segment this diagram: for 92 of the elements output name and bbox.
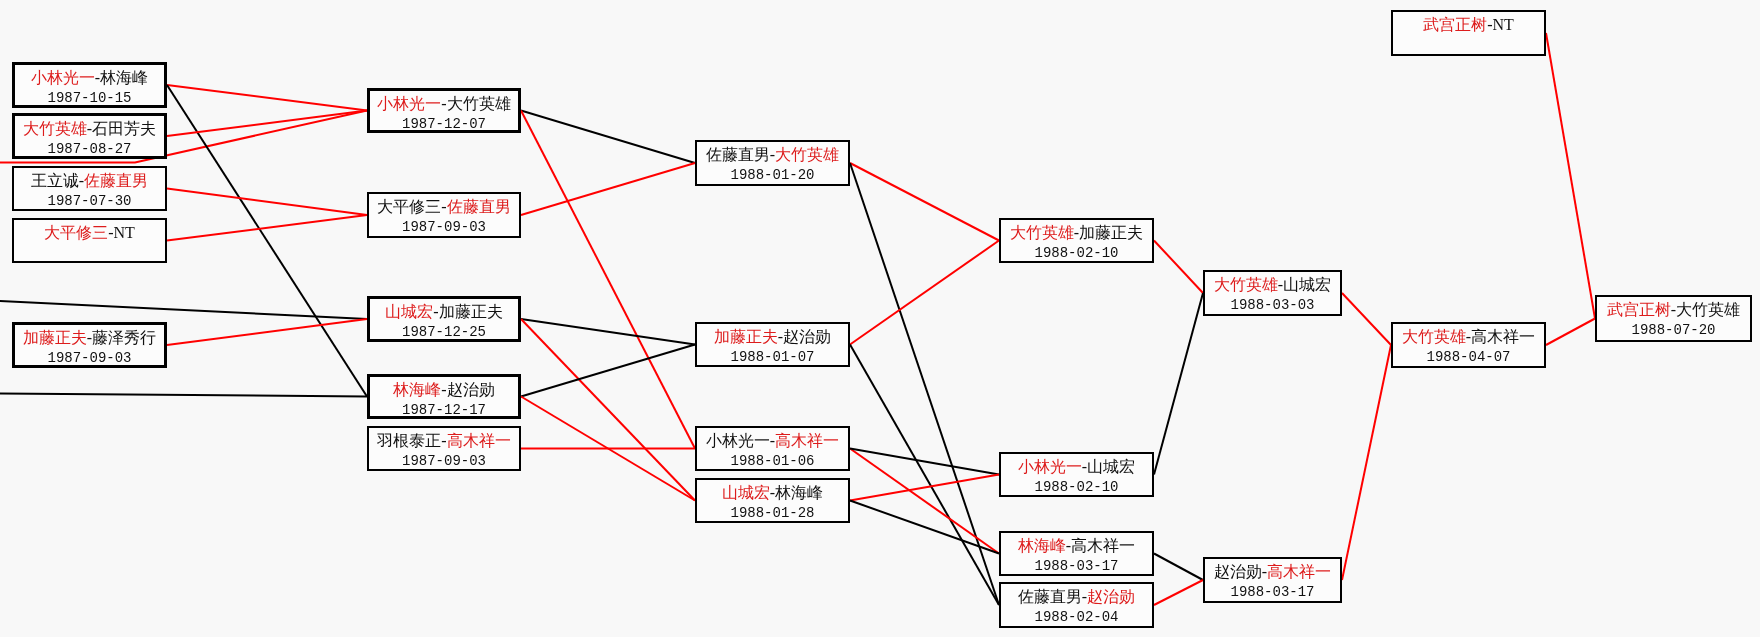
connector-line — [1153, 552, 1204, 581]
connector-line — [166, 318, 368, 346]
player-names: 小林光一-高木祥一 — [705, 431, 840, 450]
match-box — [367, 88, 521, 133]
player-names: 大竹英雄-高木祥一 — [1401, 327, 1536, 346]
player-names: 武宫正树-NT — [1423, 15, 1514, 34]
connector-line — [166, 84, 368, 112]
connector-line — [849, 162, 1000, 242]
match-box — [367, 192, 521, 238]
player-names: 加藤正夫-藤泽秀行 — [22, 328, 157, 347]
match-box — [367, 426, 521, 471]
match-box — [1203, 557, 1342, 603]
player-names: 加藤正夫-赵治勋 — [713, 327, 832, 346]
player-names: 林海峰-高木祥一 — [1017, 536, 1136, 555]
player-names: 羽根泰正-高木祥一 — [377, 431, 511, 450]
player-names: 大平修三-NT — [44, 223, 135, 242]
match-box — [12, 218, 167, 263]
connector-line — [1153, 239, 1204, 294]
player-names: 佐藤直男-赵治勋 — [1017, 587, 1136, 606]
player-names: 林海峰-赵治勋 — [393, 380, 495, 399]
match-box — [12, 322, 167, 368]
player-names: 山城宏-林海峰 — [721, 483, 824, 502]
player-names: 大竹英雄-石田芳夫 — [22, 119, 157, 138]
match-box — [12, 62, 167, 108]
match-date: 1988-01-20 — [730, 167, 815, 184]
match-box — [1203, 270, 1342, 316]
connector-line — [849, 447, 1000, 555]
match-box — [1391, 10, 1546, 56]
match-box — [695, 478, 850, 523]
player-names: 武宫正树-大竹英雄 — [1606, 300, 1741, 319]
connector-line — [849, 447, 1000, 476]
match-date: 1988-02-04 — [1034, 609, 1119, 626]
match-date: 1987-09-03 — [402, 453, 486, 470]
connector-line — [520, 318, 696, 346]
player-names: 佐藤直男-大竹英雄 — [705, 145, 840, 164]
match-box — [695, 140, 850, 186]
connector-line — [1545, 317, 1596, 346]
connector-line — [849, 499, 1000, 555]
match-box — [12, 166, 167, 211]
player-names: 大竹英雄-山城宏 — [1213, 275, 1332, 294]
match-date: 1987-08-27 — [47, 141, 132, 158]
player-names: 王立诚-佐藤直男 — [30, 171, 149, 190]
match-date: 1988-01-06 — [730, 453, 815, 470]
match-box — [695, 322, 850, 367]
match-box — [695, 426, 850, 471]
match-date: 1988-02-10 — [1034, 479, 1119, 496]
match-date: 1988-03-03 — [1230, 297, 1315, 314]
connector-line — [166, 84, 368, 398]
connector-line — [849, 343, 1000, 606]
match-date: 1987-10-15 — [47, 90, 132, 107]
match-date: 1988-03-17 — [1230, 584, 1315, 601]
match-date: 1988-01-28 — [730, 505, 815, 522]
player-names: 小林光一-大竹英雄 — [377, 94, 511, 113]
player-names: 小林光一-林海峰 — [30, 68, 149, 87]
match-date: 1987-09-03 — [402, 219, 486, 236]
connector-line — [520, 343, 696, 398]
match-box — [367, 296, 521, 342]
match-date: 1987-12-17 — [402, 402, 486, 419]
connector-line — [166, 214, 368, 242]
match-box — [12, 113, 167, 159]
match-box — [999, 218, 1154, 263]
player-names: 大竹英雄-加藤正夫 — [1009, 223, 1144, 242]
connector-line — [849, 239, 1000, 346]
player-names: 小林光一-山城宏 — [1017, 457, 1136, 476]
match-box — [999, 531, 1154, 576]
match-date: 1987-12-25 — [402, 324, 486, 341]
player-names: 大平修三-佐藤直男 — [377, 197, 511, 216]
connector-line — [520, 109, 696, 164]
match-date: 1988-02-10 — [1034, 245, 1119, 262]
match-date: 1987-07-30 — [47, 193, 132, 210]
match-box — [1595, 295, 1752, 342]
connector-line — [849, 473, 1000, 502]
player-names: 赵治勋-高木祥一 — [1213, 562, 1332, 581]
match-date: 1988-07-20 — [1631, 322, 1716, 339]
match-date: 1987-12-07 — [402, 116, 486, 133]
connector-line — [520, 109, 696, 450]
connector-line — [520, 447, 696, 450]
connector-line — [520, 162, 696, 216]
player-names: 山城宏-加藤正夫 — [385, 302, 503, 321]
connector-line — [520, 395, 696, 502]
match-box — [999, 582, 1154, 628]
connector-line — [0, 392, 368, 398]
connector-line — [1341, 292, 1392, 346]
match-box — [367, 374, 521, 419]
match-box — [1391, 322, 1546, 368]
match-date: 1988-01-07 — [730, 349, 815, 366]
match-date: 1988-03-17 — [1034, 558, 1119, 575]
connector-line — [166, 109, 368, 137]
match-date: 1988-04-07 — [1426, 349, 1511, 366]
match-date: 1987-09-03 — [47, 350, 132, 367]
match-box — [999, 452, 1154, 497]
connector-line — [1153, 579, 1204, 606]
